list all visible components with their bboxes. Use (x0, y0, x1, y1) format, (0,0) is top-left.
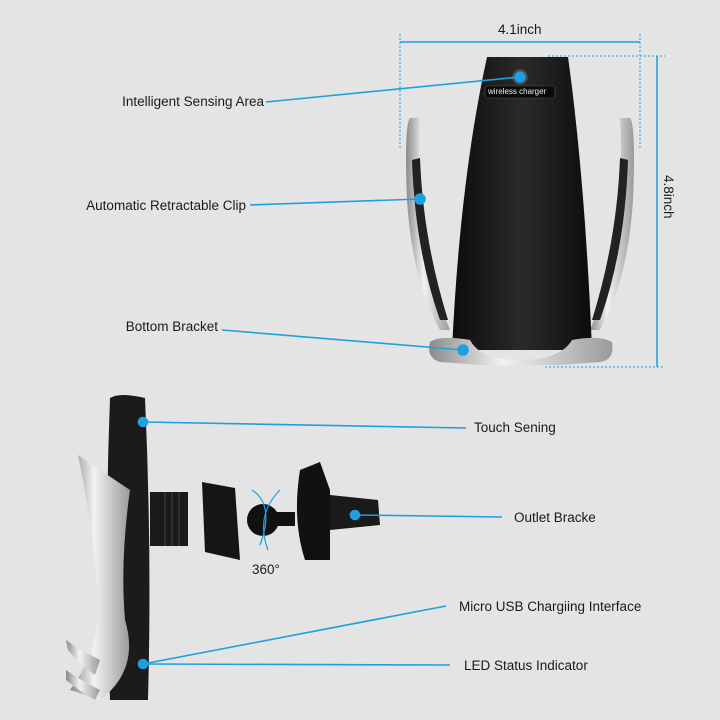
rotation-arrows-icon (251, 489, 281, 551)
callout-micro-usb: Micro USB Chargiing Interface (459, 599, 642, 614)
callout-lines (137, 71, 526, 670)
width-dimension (399, 34, 641, 150)
front-view-product (406, 57, 634, 365)
callout-touch-sensing: Touch Sening (474, 420, 556, 435)
width-dimension-label: 4.1inch (498, 22, 542, 37)
height-dimension (545, 55, 665, 368)
rotation-label: 360° (252, 562, 280, 577)
callout-led-status: LED Status Indicator (464, 658, 588, 673)
callout-bottom-bracket: Bottom Bracket (125, 319, 218, 334)
callout-intelligent-sensing-area: Intelligent Sensing Area (122, 94, 264, 109)
product-badge-text: wireless charger (488, 87, 547, 96)
height-dimension-label: 4.8inch (661, 175, 676, 219)
callout-outlet-bracket: Outlet Bracke (514, 510, 596, 525)
badge (484, 85, 556, 99)
callout-automatic-retractable-clip: Automatic Retractable Clip (86, 198, 246, 213)
side-view-product (66, 395, 380, 700)
